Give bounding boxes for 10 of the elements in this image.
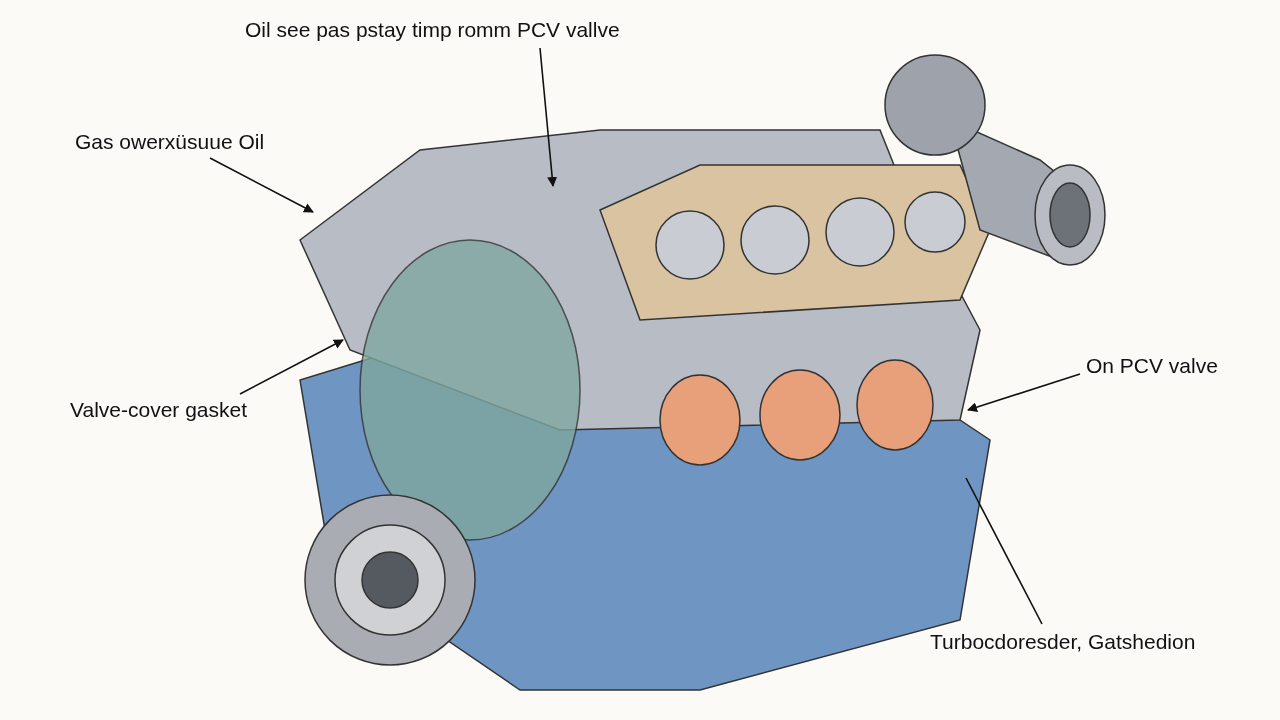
leader-line: [209, 157, 314, 213]
part-label: Valve-cover gasket: [70, 398, 248, 423]
leader-line: [965, 477, 1043, 625]
part-label: On PCV valve: [1086, 354, 1218, 379]
leader-line: [539, 47, 558, 187]
part-label: Oil see pas pstay timp romm PCV vallve: [245, 18, 620, 43]
part-label: Turbocdoresder, Gatshedion: [930, 630, 1196, 655]
leader-line: [967, 373, 1081, 412]
part-label: Gas owerxüsuue Oil: [75, 130, 265, 155]
leader-line: [239, 339, 344, 395]
